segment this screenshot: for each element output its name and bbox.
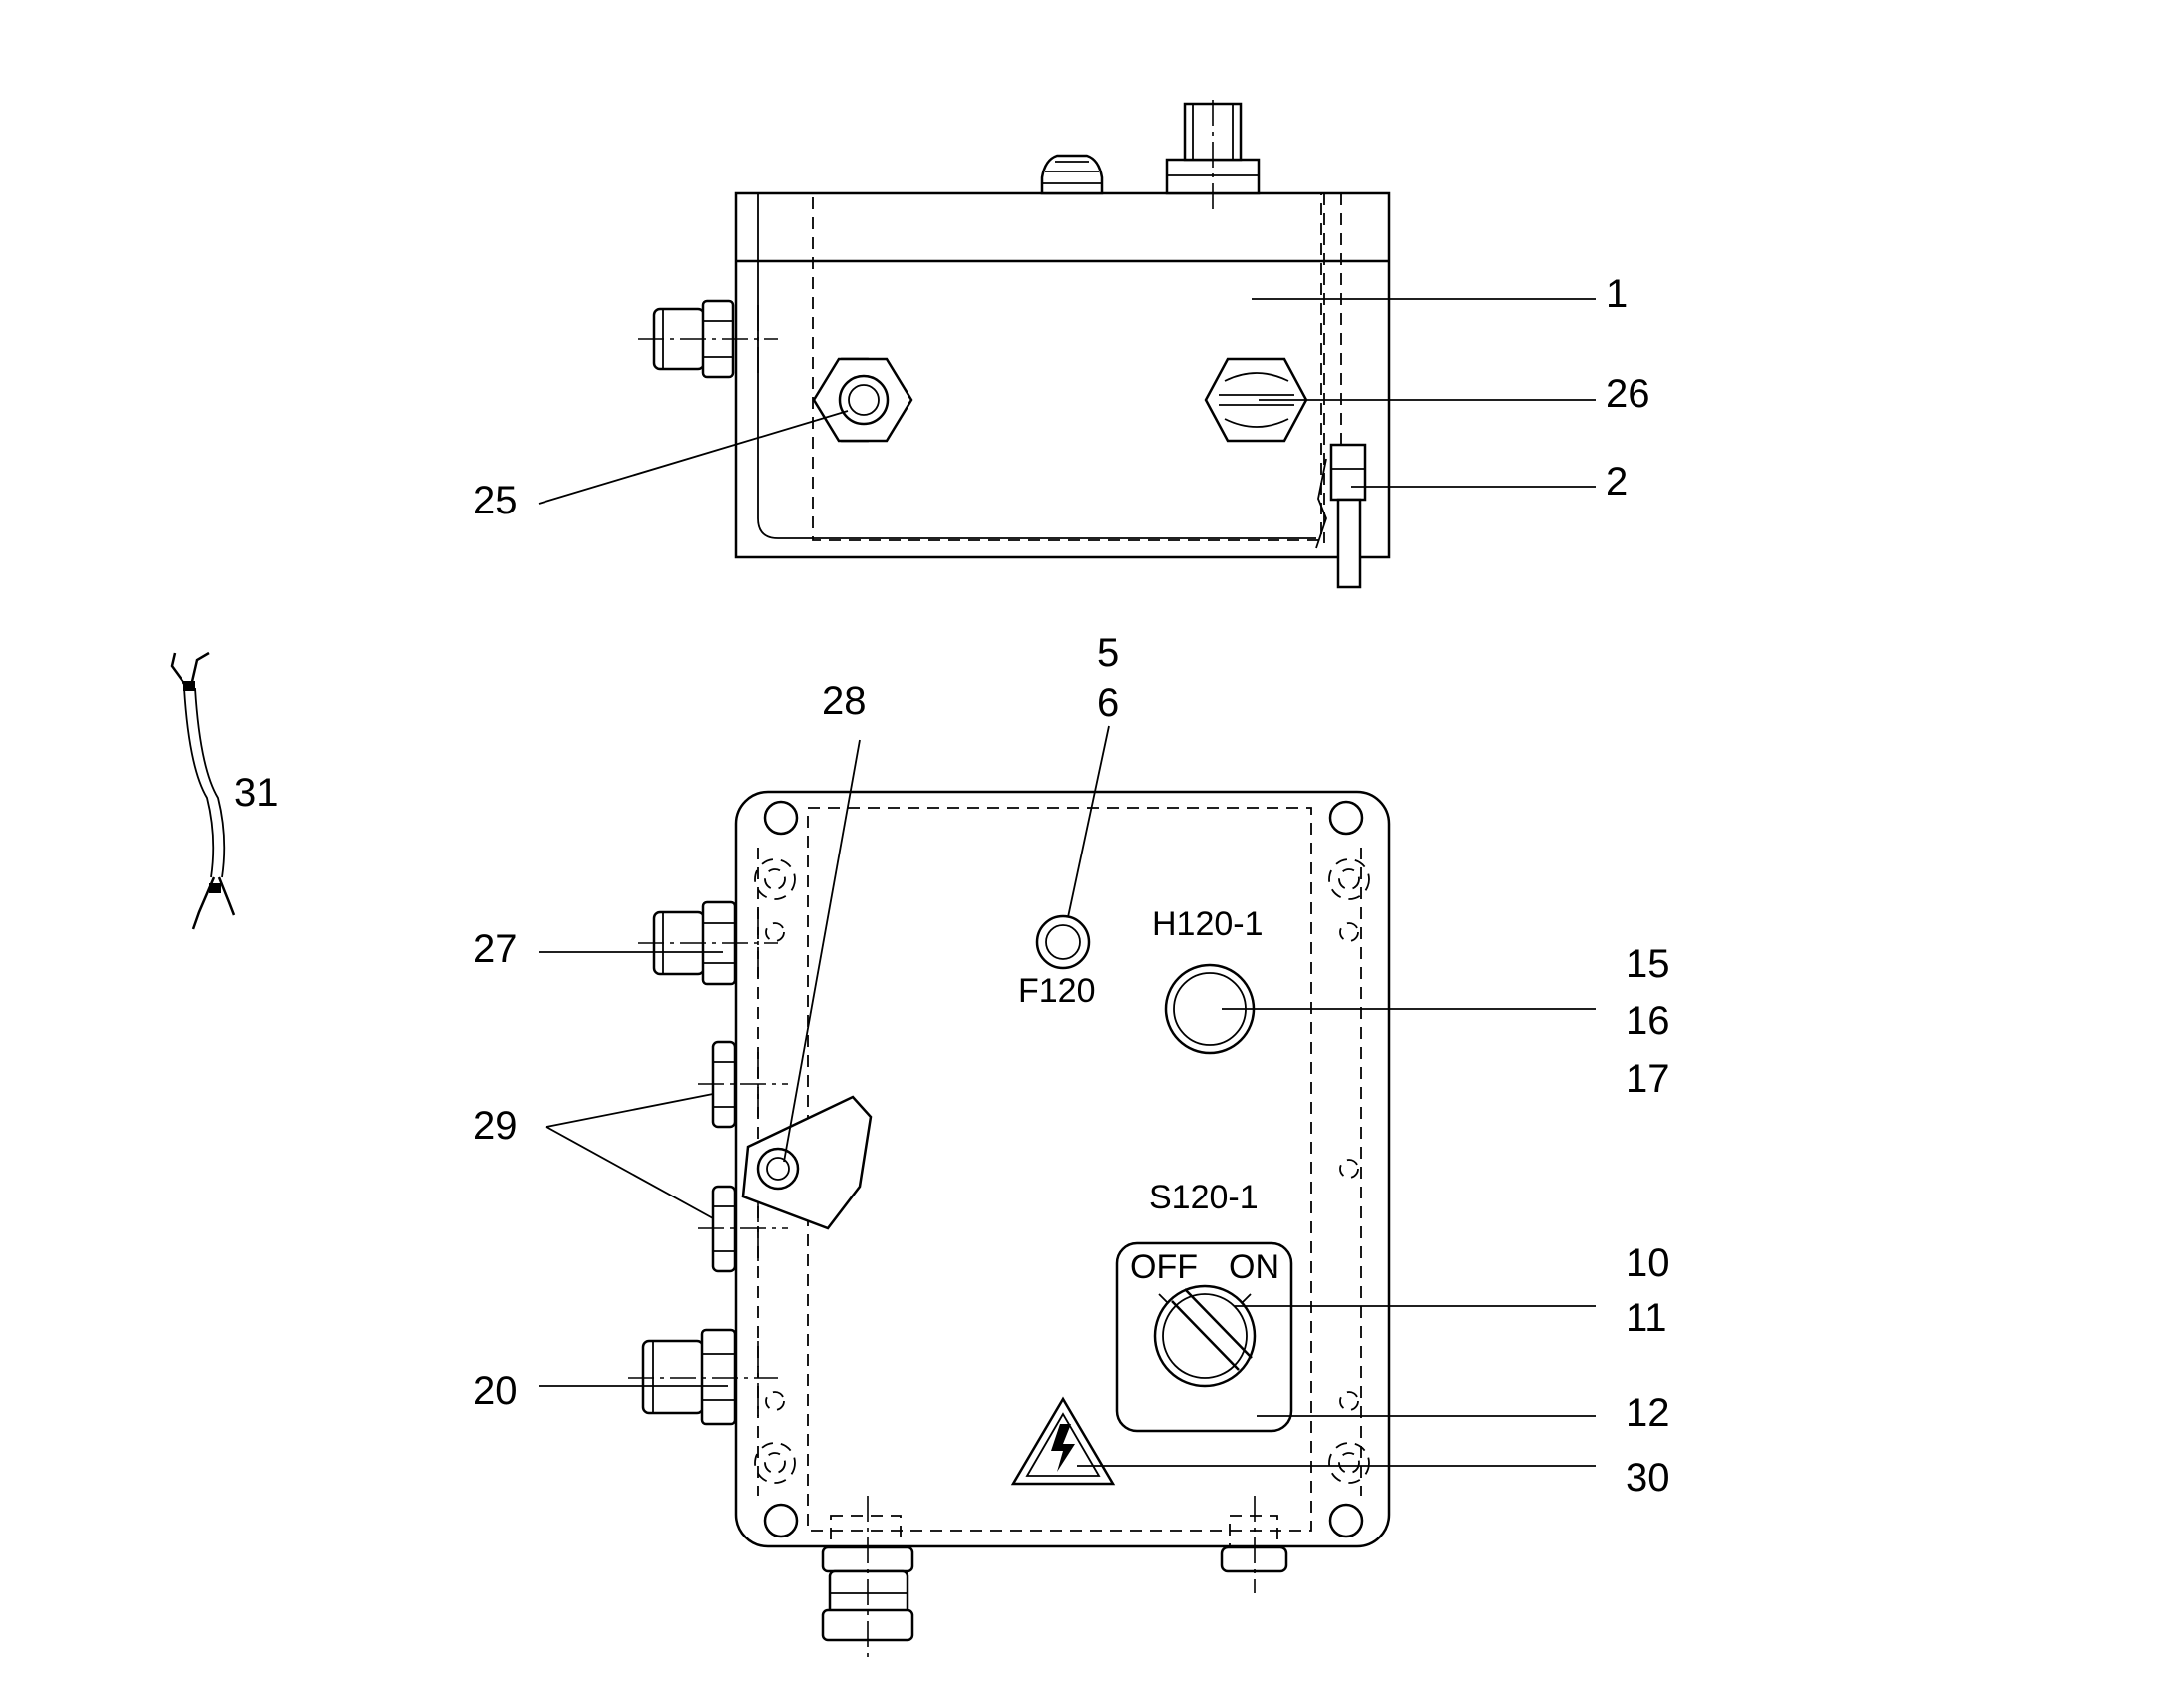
label-f120: F120: [1018, 972, 1096, 1010]
callout-17: 17: [1626, 1057, 1670, 1101]
top-view: 1 26 2 25: [473, 100, 1650, 589]
label-switch-on: ON: [1229, 1248, 1279, 1286]
callout-30: 30: [1626, 1456, 1670, 1500]
cable-gland-20: [628, 1328, 778, 1426]
top-connector: [1165, 100, 1261, 209]
fuse-holder-f120: [1035, 914, 1091, 970]
bottom-gland-left: [821, 1496, 914, 1660]
front-view: F120 H120-1 S120-1 OFF ON: [473, 631, 1670, 1660]
plug-29-upper: [698, 1040, 788, 1129]
label-h120-1: H120-1: [1152, 905, 1264, 943]
label-switch-off: OFF: [1130, 1248, 1198, 1286]
callout-6: 6: [1097, 681, 1119, 725]
callout-1: 1: [1606, 272, 1628, 316]
callout-15: 15: [1626, 942, 1670, 986]
earth-terminal-28: [741, 1095, 873, 1230]
callout-25: 25: [473, 479, 518, 522]
cable-icon: 31: [170, 651, 279, 930]
callout-26: 26: [1606, 372, 1650, 416]
callout-29: 29: [473, 1104, 518, 1148]
plug-29-lower: [698, 1185, 788, 1273]
hex-gland-25: [812, 357, 913, 443]
mounting-holes: [754, 858, 1370, 1484]
high-voltage-warning-icon: [1010, 1396, 1116, 1486]
callout-16: 16: [1626, 999, 1670, 1043]
bottom-plug-right: [1220, 1496, 1288, 1593]
callout-5: 5: [1097, 631, 1119, 675]
callout-28: 28: [822, 679, 867, 723]
callout-11: 11: [1626, 1296, 1667, 1340]
callout-2: 2: [1606, 460, 1628, 504]
latch-2: [1315, 443, 1367, 589]
callout-20: 20: [473, 1369, 518, 1413]
callout-12: 12: [1626, 1391, 1670, 1435]
top-left-gland: [638, 299, 778, 379]
top-vent-fitting: [1040, 154, 1104, 195]
callout-31: 31: [234, 771, 279, 815]
callout-10: 10: [1626, 1241, 1670, 1285]
cable-gland-27: [638, 900, 778, 986]
rotary-switch-s120-1: [1115, 1241, 1293, 1433]
label-s120-1: S120-1: [1149, 1179, 1259, 1216]
hex-plug-26: [1204, 357, 1308, 443]
callout-27: 27: [473, 927, 518, 971]
